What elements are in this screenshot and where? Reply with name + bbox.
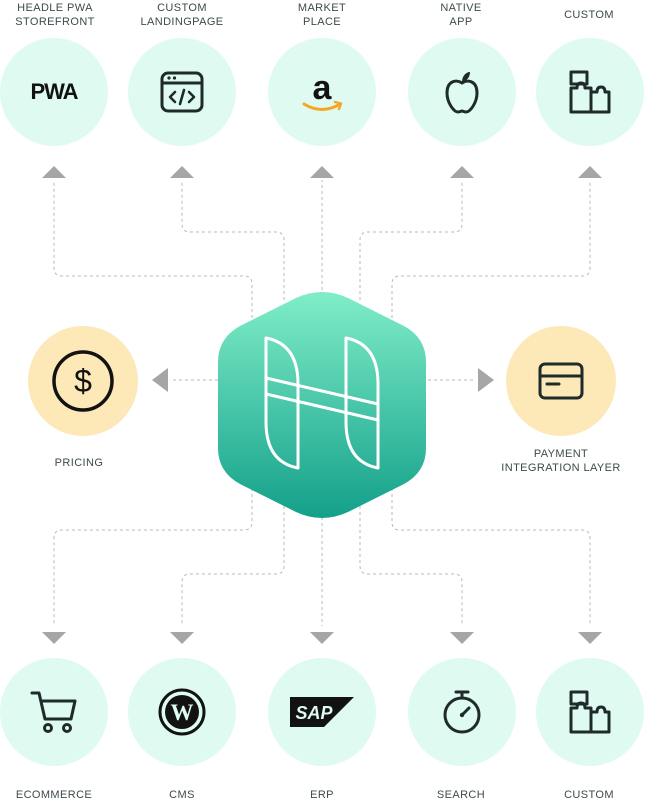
credit-card-icon (538, 362, 584, 400)
arrow-up-marketplace (310, 166, 334, 178)
node-pwa: PWA (0, 38, 108, 146)
label-ecommerce: ECOMMERCE (15, 789, 93, 801)
connector-custom-bottom (391, 440, 591, 626)
node-pricing: $ (28, 326, 138, 436)
arrow-left-pricing (152, 368, 168, 392)
dollar-icon: $ (52, 350, 114, 412)
arrow-down-custom-bottom (578, 632, 602, 644)
node-erp: SAP (268, 658, 376, 766)
node-ecommerce (0, 658, 108, 766)
puzzle-icon (569, 70, 611, 114)
arrow-down-cms (170, 632, 194, 644)
svg-text:W: W (171, 700, 194, 725)
node-native (408, 38, 516, 146)
label-custom-top: CUSTOM (564, 9, 614, 21)
sap-logo-text: SAP (295, 703, 333, 723)
hub-hexagon (218, 292, 426, 518)
connector-ecommerce (53, 440, 253, 626)
pwa-logo-icon: PWA (30, 79, 78, 104)
wordpress-icon: W (158, 688, 206, 736)
shopping-cart-icon (30, 691, 77, 733)
connector-landing (181, 180, 285, 300)
node-cms: W (128, 658, 236, 766)
node-custom-bottom (536, 658, 644, 766)
arrow-up-custom-top (578, 166, 602, 178)
svg-text:$: $ (74, 363, 92, 399)
connector-native (359, 180, 463, 300)
connector-custom-top (391, 180, 591, 330)
connector-cms (181, 470, 285, 626)
arrow-right-payment (478, 368, 494, 392)
headle-logo-icon (264, 336, 380, 470)
arrow-up-pwa (42, 166, 66, 178)
arrow-up-landing (170, 166, 194, 178)
node-custom-top (536, 38, 644, 146)
label-custom-bottom: CUSTOM (564, 789, 614, 801)
label-pricing: PRICING (54, 457, 104, 469)
arrow-down-erp (310, 632, 334, 644)
node-payment (506, 326, 616, 436)
svg-text:a: a (313, 69, 333, 107)
amazon-icon: a (302, 69, 343, 111)
apple-icon (445, 72, 479, 114)
arrow-up-native (450, 166, 474, 178)
label-search: SEARCH (436, 789, 486, 801)
puzzle-icon (569, 690, 611, 734)
label-cms: CMS (169, 789, 195, 801)
connector-pwa (53, 180, 253, 330)
arrow-down-search (450, 632, 474, 644)
sap-icon: SAP (290, 697, 354, 727)
node-search (408, 658, 516, 766)
connector-search (359, 470, 463, 626)
label-erp: ERP (310, 789, 334, 801)
arrow-down-ecommerce (42, 632, 66, 644)
code-window-icon (160, 71, 204, 113)
node-marketplace: a (268, 38, 376, 146)
node-landing (128, 38, 236, 146)
stopwatch-icon (443, 690, 481, 734)
